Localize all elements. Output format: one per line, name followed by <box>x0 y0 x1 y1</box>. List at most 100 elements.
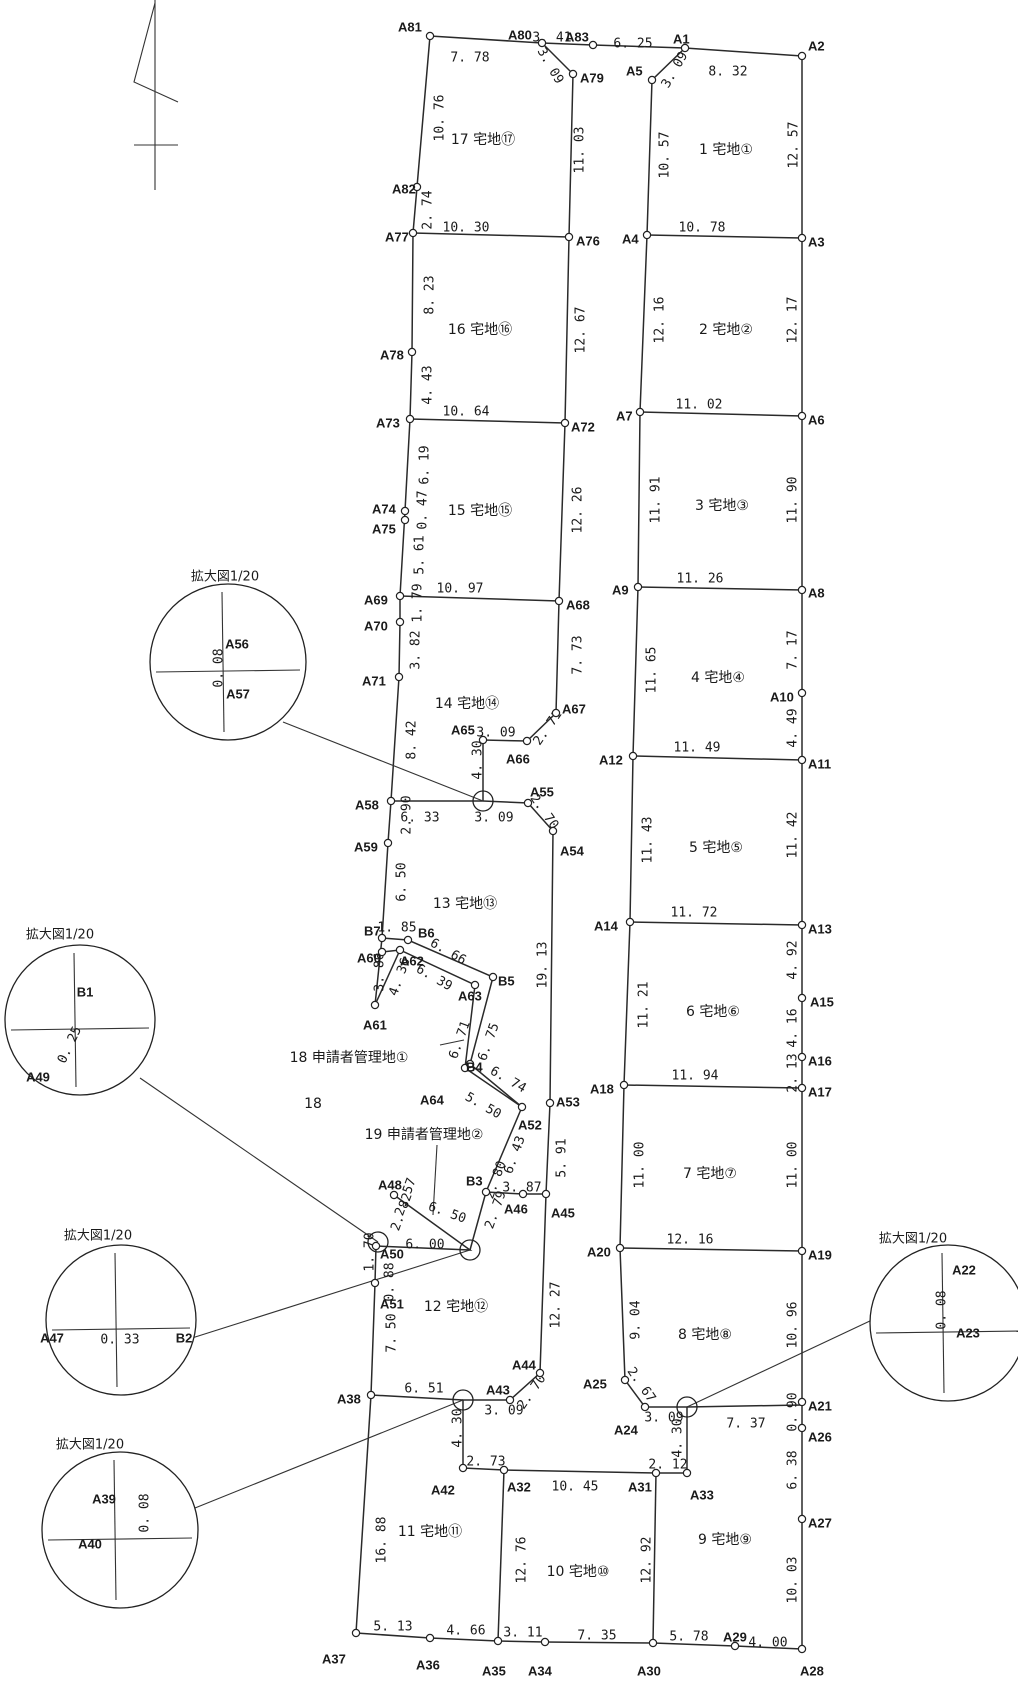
dimension-label: 4. 30 <box>471 740 486 779</box>
dimension-label: 8. 32 <box>708 65 747 80</box>
dimension-label: 4. 16 <box>786 1008 801 1047</box>
enlarged-view-circle <box>149 583 307 741</box>
survey-point-marker <box>797 1644 807 1654</box>
dimension-label: 3. 82 <box>409 630 424 669</box>
survey-point-marker <box>545 1098 555 1108</box>
survey-point-label: A18 <box>590 1081 614 1096</box>
survey-point-marker <box>505 1395 515 1405</box>
dimension-label: 3. 09 <box>476 726 515 741</box>
enlarged-view-label: A23 <box>956 1325 980 1340</box>
survey-point-marker <box>797 993 807 1003</box>
survey-point-label: A28 <box>800 1663 824 1678</box>
survey-point-marker <box>640 1402 650 1412</box>
survey-point-label: A9 <box>612 582 629 597</box>
survey-point-label: A83 <box>565 29 589 44</box>
survey-point-marker <box>564 232 574 242</box>
survey-point-marker <box>478 735 488 745</box>
lot-label: 1 宅地① <box>699 142 753 158</box>
dimension-label: 10. 57 <box>658 132 673 179</box>
survey-point-label: A70 <box>364 618 388 633</box>
dimension-label: 10. 03 <box>786 1557 801 1604</box>
survey-point-marker <box>351 1628 361 1638</box>
survey-point-marker <box>568 69 578 79</box>
dimension-label: 2. 74 <box>421 190 436 229</box>
survey-point-marker <box>797 1052 807 1062</box>
lot-label: 17 宅地⑰ <box>451 132 515 148</box>
survey-point-marker <box>370 1278 380 1288</box>
dimension-label: 6. 74 <box>487 1064 529 1097</box>
survey-point-label: A78 <box>380 347 404 362</box>
survey-point-marker <box>383 838 393 848</box>
dimension-label: 11. 03 <box>573 127 588 174</box>
survey-point-label: A20 <box>587 1244 611 1259</box>
survey-point-marker <box>403 935 413 945</box>
dimension-label: 10. 45 <box>552 1480 599 1495</box>
enlarged-view-circle <box>45 1244 197 1396</box>
survey-point-label: A35 <box>482 1663 506 1678</box>
dimension-label: 0. 88 <box>383 1262 398 1301</box>
survey-point-label: A38 <box>337 1391 361 1406</box>
survey-point-label: A72 <box>571 419 595 434</box>
survey-point-marker <box>470 980 480 990</box>
dimension-label: 3. 09 <box>659 49 692 90</box>
survey-point-label: A29 <box>723 1629 747 1644</box>
survey-point-label: A54 <box>560 843 585 858</box>
dimension-label: 4. 30 <box>451 1408 466 1447</box>
survey-point-marker <box>797 755 807 765</box>
survey-point-marker <box>518 1189 528 1199</box>
enlarged-view-label: A39 <box>92 1491 116 1506</box>
survey-point-label: A8 <box>808 585 825 600</box>
survey-point-label: A77 <box>385 229 409 244</box>
survey-point-marker <box>635 407 645 417</box>
dimension-label: 3. 11 <box>503 1626 542 1641</box>
dimension-label: 6. 50 <box>395 862 410 901</box>
dimension-label: 7. 37 <box>726 1417 765 1432</box>
survey-point-label: A53 <box>556 1094 580 1109</box>
survey-point-label: A45 <box>551 1205 575 1220</box>
survey-point-marker <box>797 411 807 421</box>
dimension-label: 4. 43 <box>421 365 436 404</box>
lot-label: 18 <box>304 1096 322 1112</box>
dimension-label: 4. 30 <box>671 1418 686 1457</box>
survey-point-marker <box>619 1080 629 1090</box>
dimension-label: 12. 67 <box>574 307 589 354</box>
survey-point-marker <box>651 1468 661 1478</box>
dimension-label: 6. 19 <box>418 445 433 484</box>
dimension-label: 12. 16 <box>667 1233 714 1248</box>
dimension-label: 6. 38 <box>786 1450 801 1489</box>
enlarged-view-caption: 拡大図1/20 <box>64 1229 132 1244</box>
survey-point-marker <box>797 1423 807 1433</box>
dimension-label: 3. 09 <box>644 1411 683 1426</box>
survey-point-marker <box>535 1368 545 1378</box>
survey-point-marker <box>797 585 807 595</box>
dimension-label: 6. 25 <box>613 37 652 52</box>
survey-point-marker <box>797 1083 807 1093</box>
survey-point-marker <box>625 917 635 927</box>
survey-point-marker <box>522 736 532 746</box>
enlarged-view-circle <box>4 944 156 1096</box>
dimension-label: 11. 00 <box>633 1142 648 1189</box>
enlarged-view-circle <box>869 1244 1018 1402</box>
enlarged-view-label: A57 <box>226 686 250 701</box>
enlarged-view-label: B1 <box>77 984 94 999</box>
dimension-label: 11. 90 <box>786 477 801 524</box>
survey-point-label: A37 <box>322 1651 346 1666</box>
survey-point-marker <box>371 1241 381 1251</box>
dimension-label: 12. 27 <box>549 1282 564 1329</box>
survey-point-label: A17 <box>808 1084 832 1099</box>
survey-point-label: A19 <box>808 1247 832 1262</box>
dimension-label: 5. 50 <box>462 1090 503 1123</box>
survey-point-marker <box>615 1243 625 1253</box>
survey-point-marker <box>680 43 690 53</box>
survey-point-marker <box>797 51 807 61</box>
survey-point-label: A68 <box>566 597 590 612</box>
dimension-label: 12. 92 <box>640 1537 655 1584</box>
survey-point-label: B6 <box>418 925 435 940</box>
dimension-label: 11. 42 <box>786 812 801 859</box>
survey-point-label: A2 <box>808 38 825 53</box>
dimension-label: 2. 73 <box>466 1455 505 1470</box>
